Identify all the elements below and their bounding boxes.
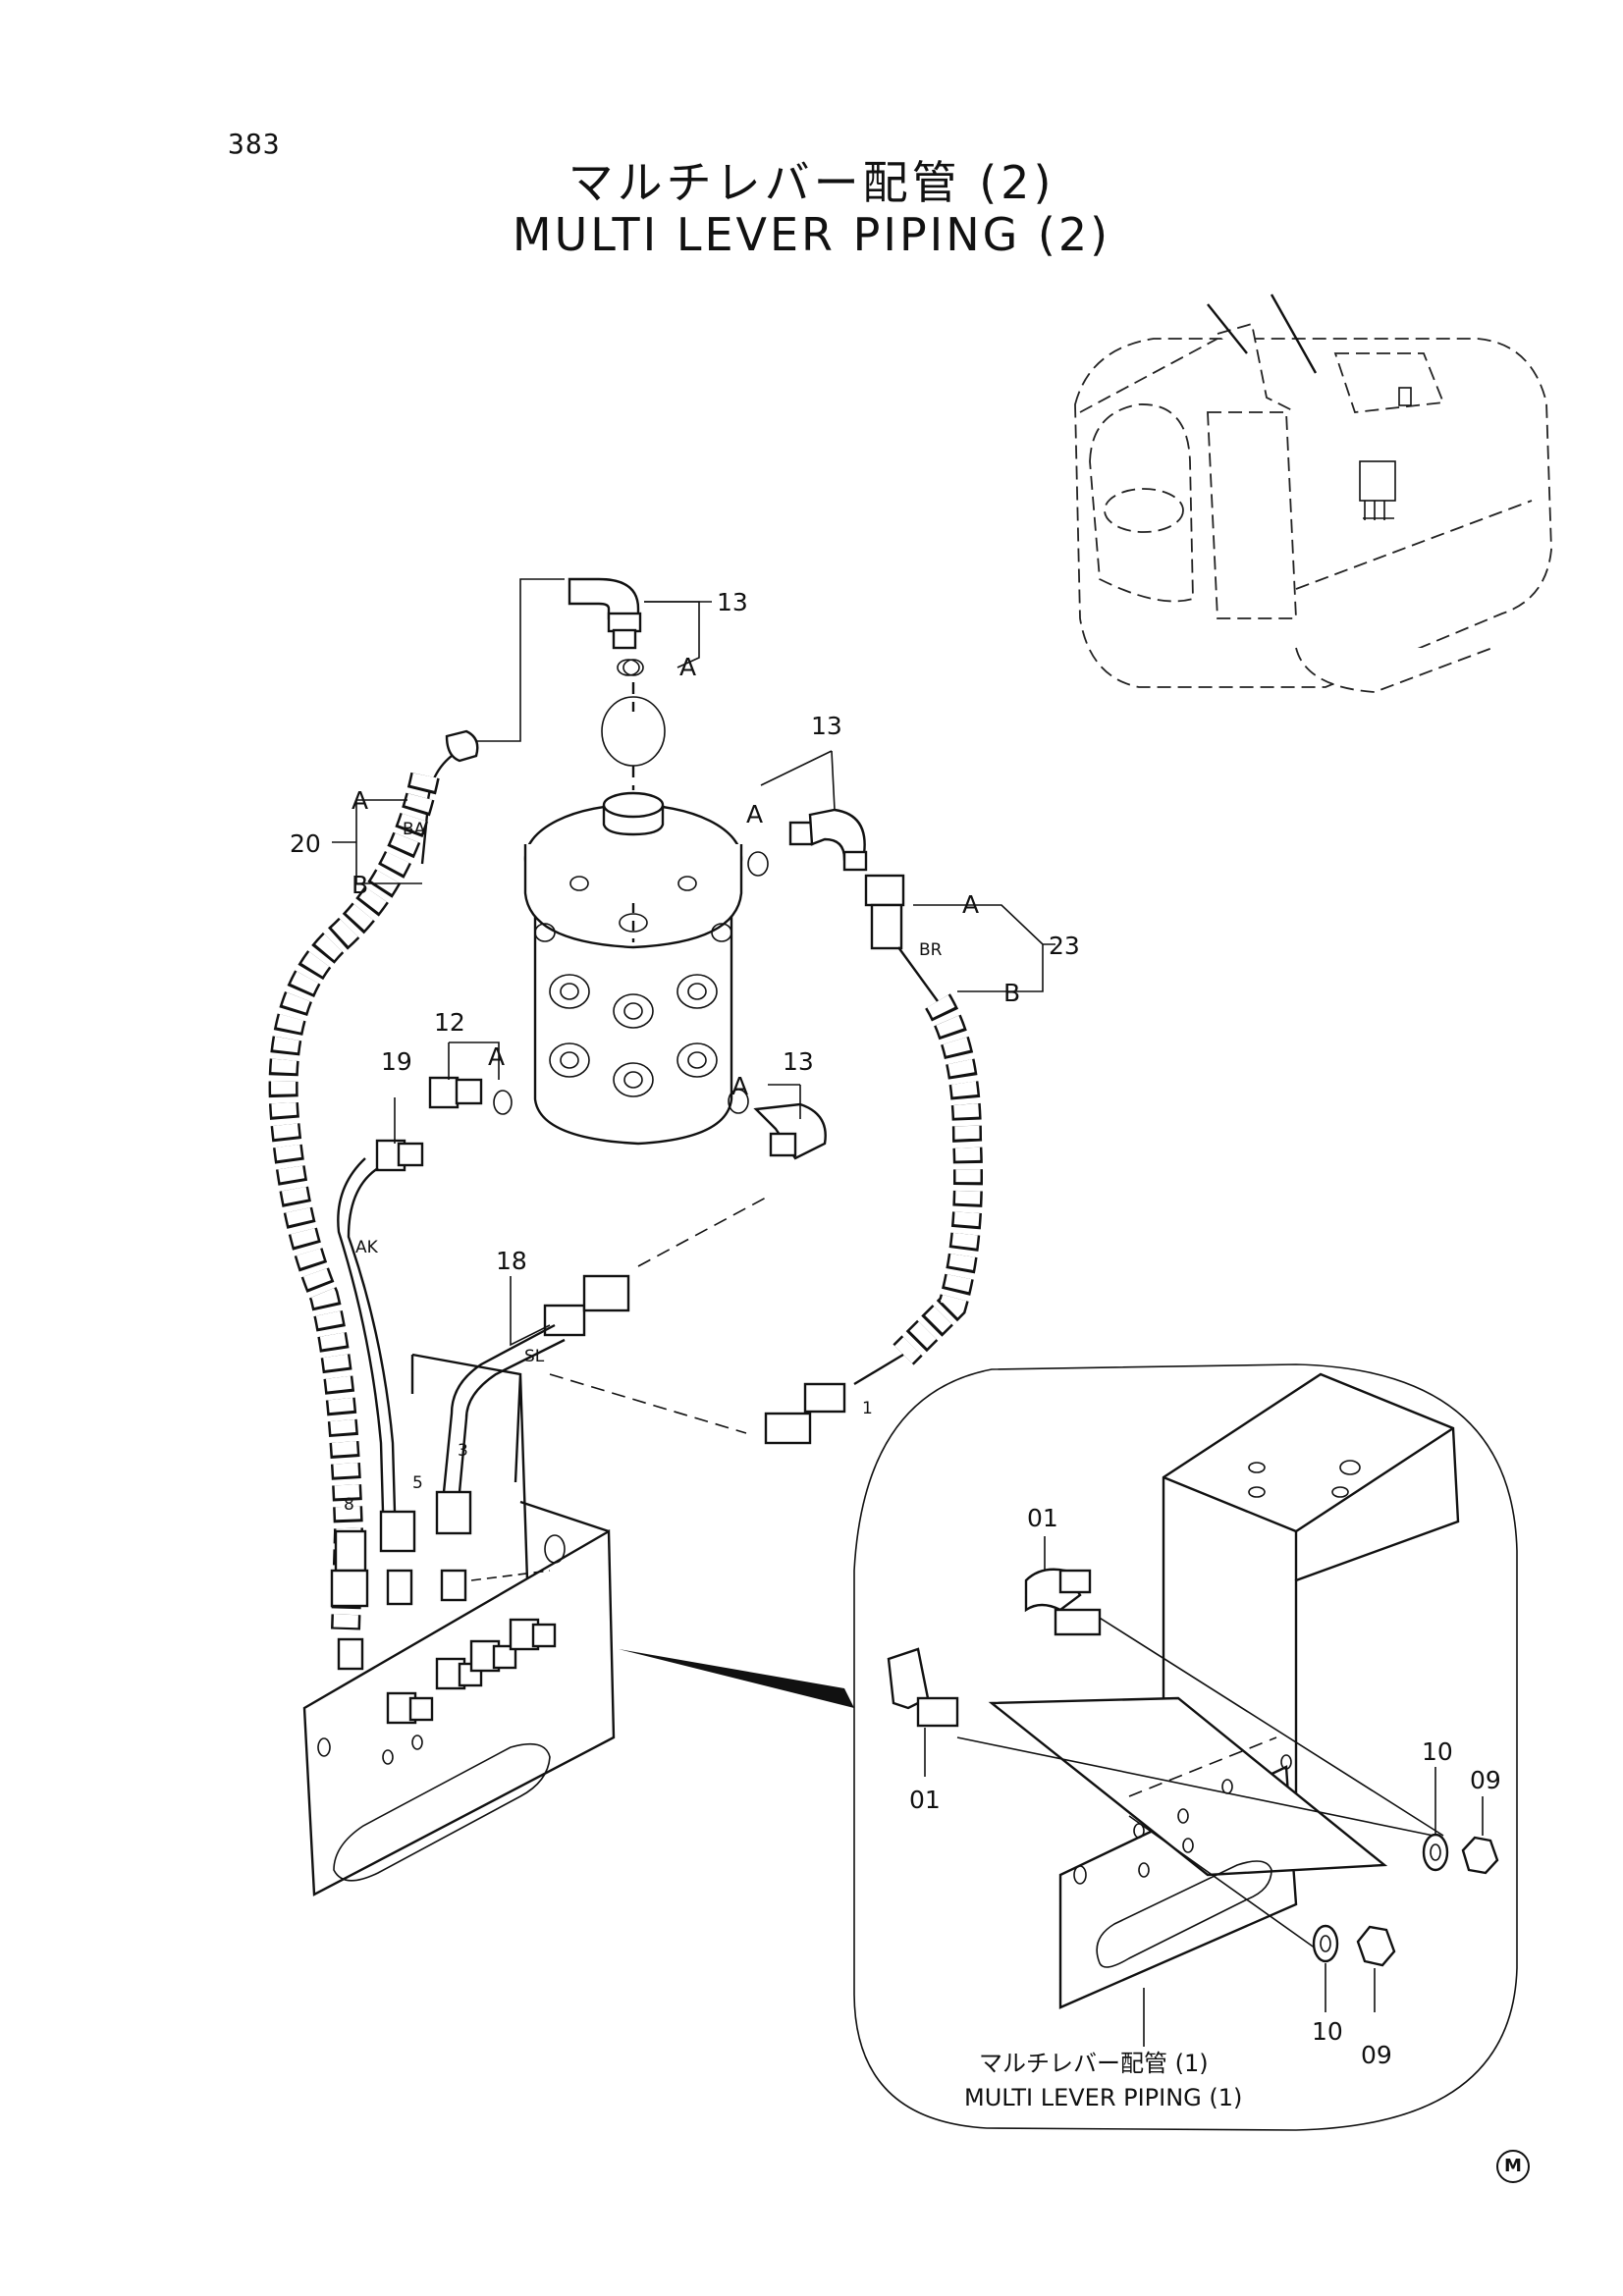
elbow-fitting-13-top <box>568 577 642 676</box>
inset-pointer <box>619 1649 854 1708</box>
adapter-12 <box>428 1076 513 1115</box>
reference-title-japanese: マルチレバー配管 (1) <box>979 2050 1209 2077</box>
hose-20 <box>268 729 479 1671</box>
callout-10-lower: 10 <box>1312 2017 1343 2046</box>
excavator-locator-view <box>1074 294 1552 693</box>
elbow-fitting-13-right-lower <box>728 1089 827 1160</box>
reference-title-english: MULTI LEVER PIPING (1) <box>964 2084 1242 2111</box>
hose-tag-br: BR <box>919 940 943 960</box>
callout-a-top: A <box>679 653 696 681</box>
elbow-fitting-13-right-upper <box>747 808 868 877</box>
callout-a-hose-20: A <box>352 786 368 815</box>
callout-23: 23 <box>1049 932 1080 960</box>
hose-tag-1: 1 <box>862 1399 873 1418</box>
hose-tag-ba: BA <box>403 820 426 839</box>
multi-control-valve <box>523 659 743 1146</box>
callout-13-top: 13 <box>717 588 748 616</box>
callout-13-middle: 13 <box>811 712 842 740</box>
hose-23 <box>764 874 983 1445</box>
callout-13-lower: 13 <box>783 1047 814 1076</box>
hose-18 <box>435 1274 630 1602</box>
callout-01-upper: 01 <box>1027 1504 1058 1532</box>
callout-19: 19 <box>381 1047 412 1076</box>
hose-tag-5: 5 <box>412 1473 423 1493</box>
callout-a-right-upper: A <box>746 800 763 828</box>
page-title-english: MULTI LEVER PIPING (2) <box>512 208 1111 261</box>
callout-09-upper: 09 <box>1470 1766 1501 1794</box>
inset-detail: マルチレバー配管 (1) MULTI LEVER PIPING (1) <box>853 1363 1518 2131</box>
callout-12: 12 <box>434 1008 465 1037</box>
callout-a-right-lower: A <box>731 1072 748 1100</box>
callout-10-upper: 10 <box>1422 1737 1453 1766</box>
hose-tag-ak: AK <box>355 1238 379 1257</box>
callout-b-hose-23: B <box>1003 979 1020 1007</box>
callout-a-hose-23: A <box>962 890 979 919</box>
callout-01-lower: 01 <box>909 1786 941 1814</box>
page-number: 383 <box>228 128 281 160</box>
page-title-japanese: マルチレバー配管 (2) <box>568 156 1055 209</box>
manufacturer-mark: M <box>1496 2150 1530 2183</box>
hose-tag-3: 3 <box>458 1441 468 1461</box>
callout-20: 20 <box>290 829 321 858</box>
callout-09-lower: 09 <box>1361 2041 1392 2069</box>
hose-19 <box>337 1139 424 1606</box>
mounting-bracket <box>302 1353 616 1896</box>
callout-a-adapter-12: A <box>488 1042 505 1071</box>
callout-18: 18 <box>496 1247 527 1275</box>
leader-lines <box>332 578 1484 2012</box>
hose-tag-8: 8 <box>344 1495 354 1515</box>
callout-b-hose-20: B <box>352 871 368 899</box>
hose-tag-sl: SL <box>524 1347 545 1366</box>
